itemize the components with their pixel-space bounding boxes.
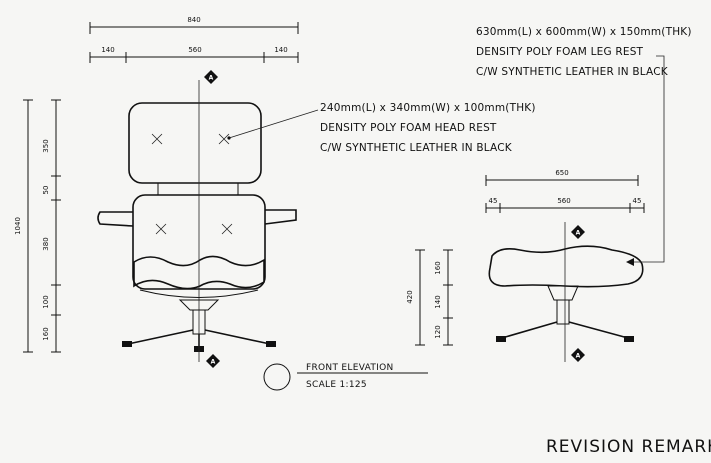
lounge-chair-front-elevation xyxy=(97,80,297,362)
ottoman-base-mount xyxy=(547,285,579,301)
back-tuft-left xyxy=(155,223,167,235)
headrest-note: 240mm(L) x 340mm(W) x 100mm(THK) DENSITY… xyxy=(320,102,536,154)
chair-right-offset-label: 140 xyxy=(274,46,287,54)
chair-gap-label: 50 xyxy=(42,186,50,195)
ottoman-overall-width-dimension: 650 xyxy=(485,169,639,186)
chair-base-height-label: 160 xyxy=(42,327,50,340)
right-armrest xyxy=(264,209,297,225)
ottoman-height-breakdown-dimension: 160 140 120 xyxy=(434,249,453,346)
section-marker-ottoman-top: A xyxy=(571,225,585,239)
revision-remarks-label: REVISION REMARKS xyxy=(546,437,711,457)
ottoman-cushion xyxy=(488,245,644,288)
headrest-leader-line xyxy=(228,109,319,139)
ottoman-right-offset-label: 45 xyxy=(633,197,642,205)
ottoman-top-height-label: 160 xyxy=(434,261,442,274)
chair-total-height-label: 1040 xyxy=(14,217,22,235)
ottoman-stem xyxy=(556,299,570,325)
left-glide xyxy=(122,341,132,347)
left-armrest xyxy=(97,211,134,227)
ottoman-overall-width-label: 650 xyxy=(555,169,568,177)
drawing-scale: SCALE 1:125 xyxy=(306,380,367,390)
drawing-title-block: FRONT ELEVATION SCALE 1:125 xyxy=(263,363,428,391)
title-bubble xyxy=(263,363,291,391)
svg-text:DENSITY POLY FOAM HEAD REST: DENSITY POLY FOAM HEAD REST xyxy=(320,122,497,134)
svg-text:630mm(L) x 600mm(W) x 150mm(TH: 630mm(L) x 600mm(W) x 150mm(THK) xyxy=(476,26,692,38)
chair-middle-width-label: 560 xyxy=(188,46,201,54)
ottoman-front-elevation xyxy=(488,222,644,362)
headrest-tuft-right xyxy=(218,133,230,145)
headrest-cushion xyxy=(128,102,262,184)
chair-sub-width-dimension: 140 560 140 xyxy=(89,46,299,63)
section-marker-chair-bottom: A xyxy=(206,354,220,368)
chair-seat-back-height-label: 380 xyxy=(42,237,50,250)
svg-text:240mm(L) x 340mm(W) x 100mm(TH: 240mm(L) x 340mm(W) x 100mm(THK) xyxy=(320,102,536,114)
back-connector xyxy=(157,182,239,196)
svg-text:A: A xyxy=(576,353,581,360)
chair-left-offset-label: 140 xyxy=(101,46,114,54)
section-marker-chair-top: A xyxy=(204,70,218,84)
ottoman-base-height-label: 120 xyxy=(434,325,442,338)
chair-height-breakdown-dimension: 350 50 380 100 160 xyxy=(42,99,61,353)
svg-text:A: A xyxy=(576,230,581,237)
chair-total-height-dimension: 1040 xyxy=(14,99,33,353)
ottoman-sub-width-dimension: 45 560 45 xyxy=(485,197,645,213)
svg-text:DENSITY POLY FOAM LEG REST: DENSITY POLY FOAM LEG REST xyxy=(476,46,644,58)
back-tuft-right xyxy=(221,223,233,235)
base-mount xyxy=(178,299,220,311)
seat-cushion xyxy=(133,255,265,290)
legrest-note: 630mm(L) x 600mm(W) x 150mm(THK) DENSITY… xyxy=(476,26,692,78)
svg-text:A: A xyxy=(211,359,216,366)
svg-text:C/W SYNTHETIC LEATHER IN BLACK: C/W SYNTHETIC LEATHER IN BLACK xyxy=(320,142,513,154)
chair-headrest-height-label: 350 xyxy=(42,139,50,152)
legrest-leader-line xyxy=(628,55,665,263)
right-glide xyxy=(266,341,276,347)
headrest-tuft-left xyxy=(151,133,163,145)
svg-text:C/W SYNTHETIC LEATHER IN BLACK: C/W SYNTHETIC LEATHER IN BLACK xyxy=(476,66,669,78)
ottoman-total-height-dimension: 420 xyxy=(406,249,425,346)
svg-text:A: A xyxy=(209,75,214,82)
ottoman-right-glide xyxy=(624,336,634,342)
ottoman-middle-width-label: 560 xyxy=(557,197,570,205)
chair-seat-height-label: 100 xyxy=(42,295,50,308)
chair-overall-width-label: 840 xyxy=(187,16,200,24)
ottoman-star-legs xyxy=(501,321,629,339)
section-marker-ottoman-bottom: A xyxy=(571,348,585,362)
drawing-title: FRONT ELEVATION xyxy=(306,363,394,373)
ottoman-left-offset-label: 45 xyxy=(489,197,498,205)
chair-overall-width-dimension: 840 xyxy=(89,16,299,34)
ottoman-total-height-label: 420 xyxy=(406,290,414,303)
ottoman-mid-height-label: 140 xyxy=(434,295,442,308)
ottoman-left-glide xyxy=(496,336,506,342)
